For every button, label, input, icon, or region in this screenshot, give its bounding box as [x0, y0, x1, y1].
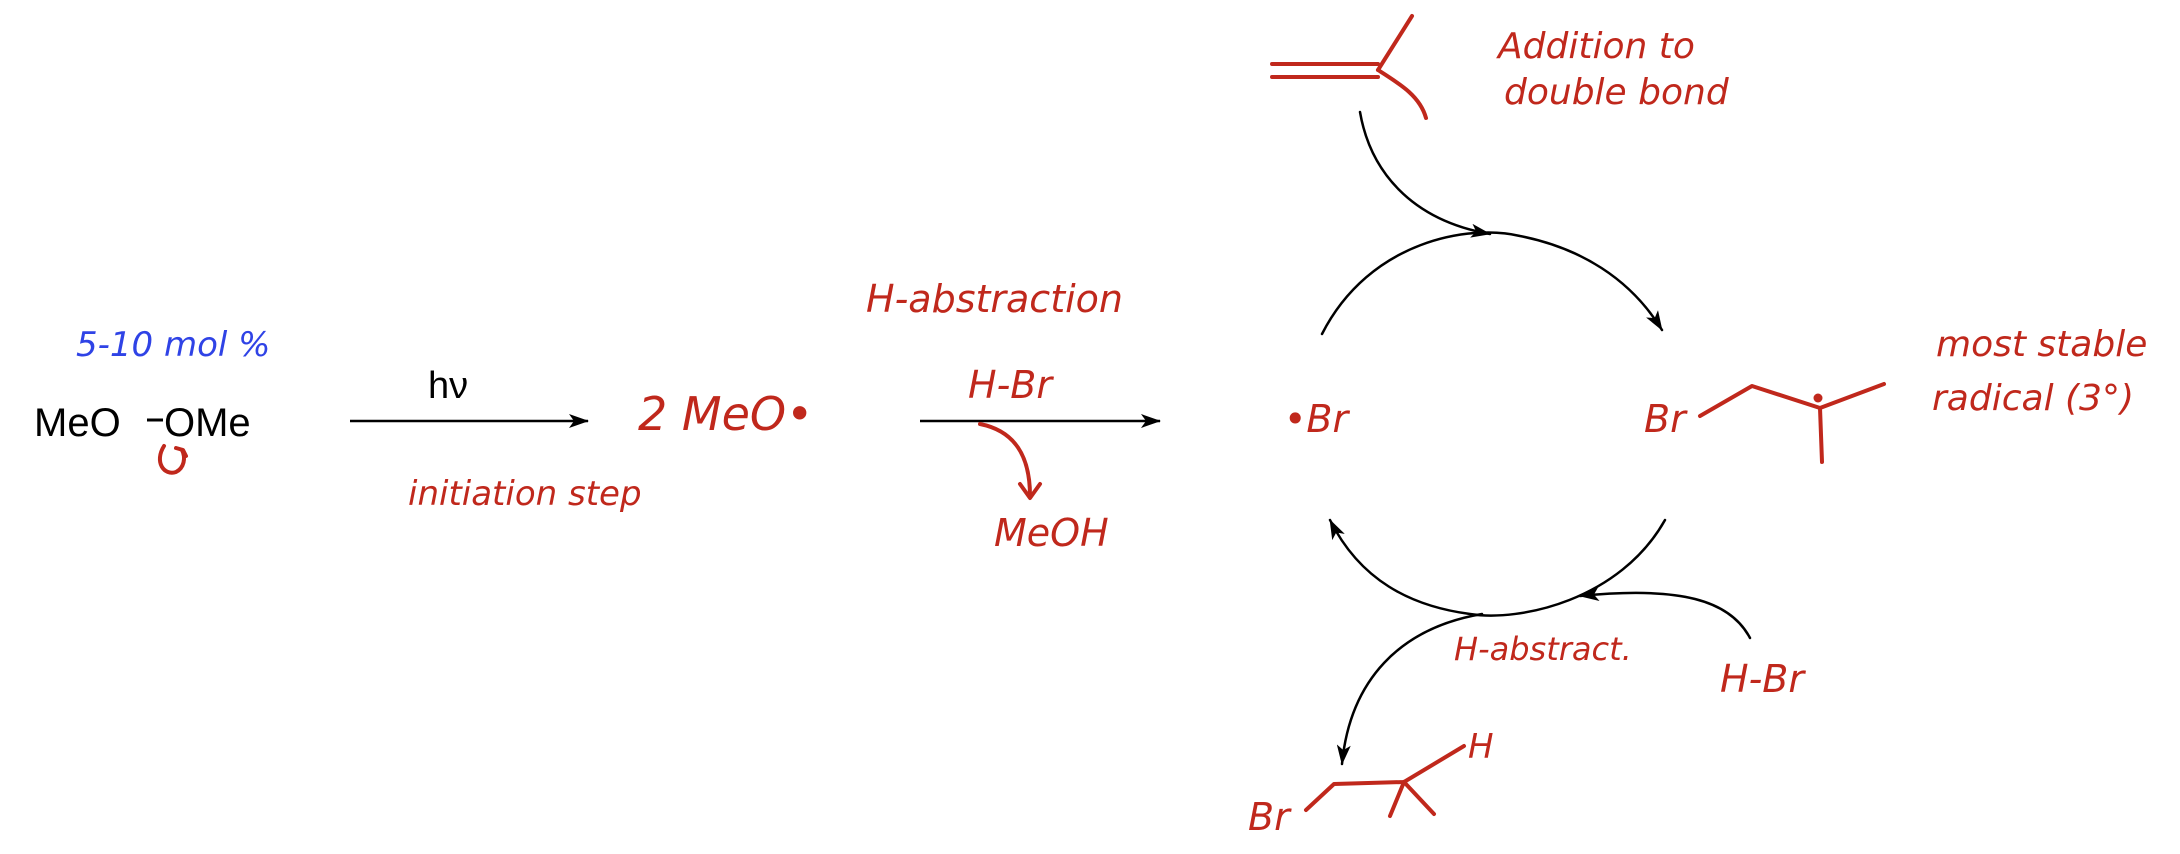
homolysis-curved-arrow [157, 444, 186, 475]
peroxide: MeO OMe [34, 401, 251, 475]
h-abstraction-reagent: H-Br [968, 363, 1054, 407]
addition-label-line1: Addition to [1496, 26, 1695, 67]
condition-label: hν [428, 365, 468, 407]
cycle-arc-top [1320, 231, 1664, 336]
h-abstract-label: H-abstract. [1454, 630, 1632, 668]
product-structure: Br H [1248, 727, 1494, 839]
radical-dot [1813, 393, 1823, 403]
alkene-structure [1270, 14, 1428, 120]
byproduct-label: MeOH [994, 511, 1109, 555]
product-br: Br [1248, 795, 1292, 839]
intermediate-br: Br [1644, 397, 1688, 441]
bromine-radical: •Br [1284, 397, 1350, 441]
product-arrow [1336, 612, 1484, 766]
stability-label-line1: most stable [1936, 324, 2147, 365]
alkene-feed-arrow [1358, 110, 1492, 238]
hbr-feed-arrow [1578, 587, 1752, 640]
radical-intermediate: Br [1644, 382, 1886, 464]
byproduct-curved-arrow [978, 422, 1032, 498]
addition-label-line2: double bond [1504, 72, 1730, 113]
stability-label-line2: radical (3°) [1932, 378, 2134, 419]
h-abstraction-label: H-abstraction [866, 277, 1123, 321]
peroxide-left: MeO [34, 401, 121, 445]
product-h: H [1468, 727, 1494, 767]
cycle-arc-bottom [1328, 518, 1667, 617]
initiation-step-label: initiation step [408, 474, 642, 514]
catalyst-loading: 5-10 mol % [76, 325, 270, 365]
peroxide-right: OMe [164, 401, 251, 445]
methoxy-radical-product: 2 MeO• [638, 387, 813, 441]
cycle-hbr-reagent: H-Br [1720, 657, 1806, 701]
